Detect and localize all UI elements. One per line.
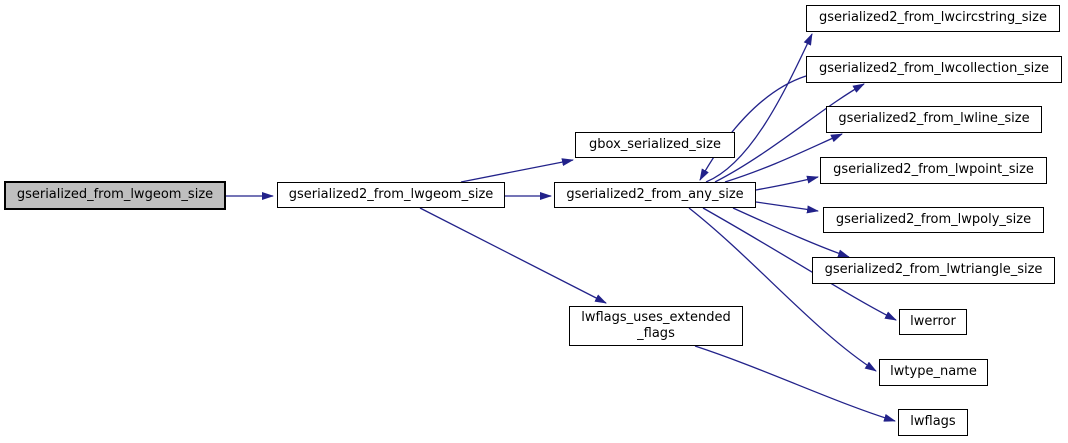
edge-gserialized2_from_any_size-to-lwtype_name (688, 207, 877, 372)
node-label: gserialized_from_lwgeom_size (16, 187, 214, 203)
node-gserialized-from-lwgeom-size: gserialized_from_lwgeom_size (4, 181, 226, 210)
node-label: gserialized2_from_lwpoly_size (835, 211, 1032, 227)
node-gserialized2-from-lwcircstring-size[interactable]: gserialized2_from_lwcircstring_size (806, 5, 1060, 32)
node-label: gserialized2_from_lwpoint_size (833, 162, 1034, 178)
node-label-line1: lwflags_uses_extended (581, 309, 731, 325)
node-label: gserialized2_from_lwgeom_size (288, 186, 494, 202)
edge-gserialized2_from_lwgeom_size-to-gbox_serialized_size (460, 158, 574, 183)
node-gserialized2-from-any-size[interactable]: gserialized2_from_any_size (554, 182, 756, 208)
edge-gserialized2_from_any_size-to-gserialized2_from_lwpoint_size (755, 175, 819, 191)
node-gserialized2-from-lwline-size[interactable]: gserialized2_from_lwline_size (826, 106, 1042, 133)
edge-lwflags_uses_extended_flags-to-lwflags (694, 345, 896, 422)
node-lwerror[interactable]: lwerror (899, 309, 967, 335)
node-label: lwerror (910, 313, 956, 329)
node-label: gserialized2_from_any_size (566, 186, 744, 202)
node-lwflags[interactable]: lwflags (898, 409, 968, 436)
node-label: gserialized2_from_lwcollection_size (818, 61, 1050, 77)
node-gserialized2-from-lwtriangle-size[interactable]: gserialized2_from_lwtriangle_size (812, 257, 1055, 284)
edge-gserialized2_from_any_size-to-gserialized2_from_lwline_size (724, 133, 843, 183)
node-gserialized2-from-lwpoint-size[interactable]: gserialized2_from_lwpoint_size (820, 157, 1047, 184)
edge-gserialized2_from_any_size-to-gserialized2_from_lwpoly_size (755, 201, 819, 214)
node-label: lwflags (910, 414, 956, 430)
edge-gserialized2_from_any_size-to-gserialized2_from_lwcollection_size (714, 83, 865, 183)
node-label: lwtype_name (890, 364, 977, 380)
edge-gserialized2_from_any_size-to-gserialized2_from_lwcircstring_size (705, 33, 813, 183)
node-gserialized2-from-lwcollection-size[interactable]: gserialized2_from_lwcollection_size (806, 56, 1062, 83)
edge-gserialized2_from_lwgeom_size-to-lwflags_uses_extended_flags (419, 207, 607, 304)
edge-gserialized2_from_lwcollection_size-to-gserialized2_from_any_size (699, 75, 807, 181)
node-gserialized2-from-lwgeom-size[interactable]: gserialized2_from_lwgeom_size (277, 182, 505, 208)
node-gbox-serialized-size[interactable]: gbox_serialized_size (575, 132, 735, 158)
node-lwflags-uses-extended-flags[interactable]: lwflags_uses_extended _flags (569, 306, 743, 346)
node-label-line2: _flags (637, 326, 675, 341)
node-label: gserialized2_from_lwcircstring_size (818, 10, 1047, 26)
node-lwtype-name[interactable]: lwtype_name (879, 359, 988, 386)
node-gserialized2-from-lwpoly-size[interactable]: gserialized2_from_lwpoly_size (823, 207, 1044, 233)
node-label: gserialized2_from_lwline_size (838, 111, 1030, 127)
node-label: gbox_serialized_size (589, 136, 721, 152)
node-label: gserialized2_from_lwtriangle_size (824, 262, 1043, 278)
edge-gserialized2_from_any_size-to-gserialized2_from_lwtriangle_size (732, 207, 850, 258)
